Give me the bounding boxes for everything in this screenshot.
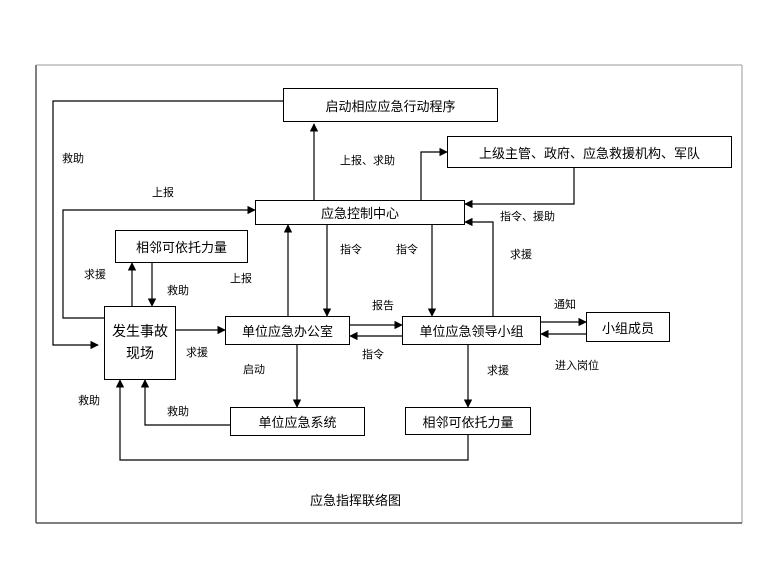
node-superiors: 上级主管、政府、应急救援机构、军队: [447, 136, 732, 168]
node-accident-site: 发生事故 现场: [104, 306, 176, 380]
edge-start-to-site: [52, 100, 283, 350]
label-notify: 通知: [554, 298, 576, 311]
node-neighbor-bottom: 相邻可依托力量: [405, 407, 531, 435]
label-report-seek: 上报、求助: [340, 154, 395, 167]
label-seek-aid-2: 求援: [186, 346, 208, 359]
node-accident-site-line1: 发生事故: [112, 324, 168, 340]
label-command-1: 指令: [340, 243, 362, 256]
edge-system-to-site: [140, 379, 230, 426]
label-seek-aid-1: 求援: [510, 248, 532, 261]
edge-superiors-to-center: [464, 168, 575, 209]
node-group-members: 小组成员: [586, 312, 670, 342]
label-seek-aid-3: 求援: [487, 364, 509, 377]
edge-neighbor-bottom-to-site: [115, 379, 469, 461]
diagram-frame: [35, 64, 743, 524]
label-command-3: 指令: [362, 348, 384, 361]
node-unit-system: 单位应急系统: [230, 407, 365, 436]
label-rescue-3: 救助: [78, 394, 100, 407]
diagram-caption: 应急指挥联络图: [310, 494, 402, 509]
label-seek-help: 求援: [84, 268, 106, 281]
node-neighbor-top: 相邻可依托力量: [115, 230, 248, 263]
label-command-aid: 指令、援助: [500, 210, 555, 223]
node-unit-leader: 单位应急领导小组: [402, 316, 541, 345]
label-report: 报告: [372, 299, 394, 312]
node-accident-site-line2: 现场: [126, 346, 154, 362]
label-rescue-2: 救助: [167, 284, 189, 297]
label-command-2: 指令: [396, 243, 418, 256]
label-rescue-1: 救助: [62, 152, 84, 165]
label-enter-post: 进入岗位: [555, 359, 599, 372]
edge-leader-to-center: [464, 217, 494, 318]
node-start-program: 启动相应应急行动程序: [283, 88, 498, 122]
label-report-up: 上报: [152, 186, 174, 199]
edge-site-to-center: [62, 205, 256, 319]
node-control-center: 应急控制中心: [255, 200, 465, 225]
edge-center-to-superiors: [420, 147, 448, 200]
label-start: 启动: [243, 363, 265, 376]
label-report-up-2: 上报: [230, 272, 252, 285]
node-unit-office: 单位应急办公室: [225, 316, 350, 345]
label-rescue-4: 救助: [167, 405, 189, 418]
